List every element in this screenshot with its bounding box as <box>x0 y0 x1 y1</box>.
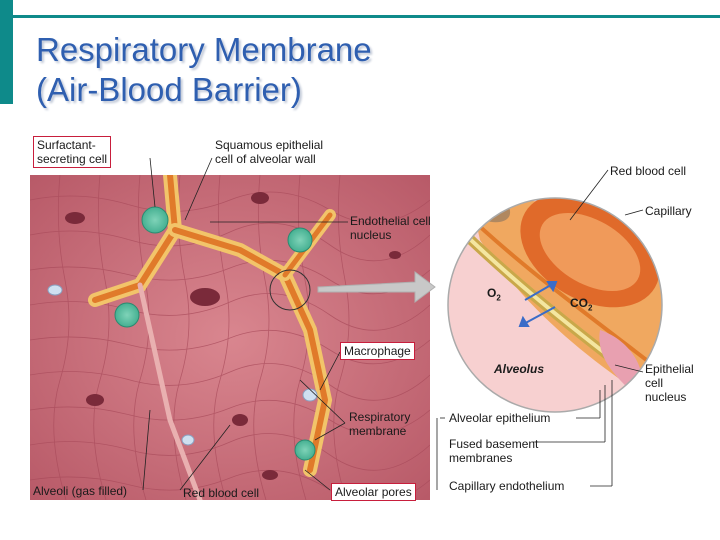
label-alveolar-pores: Alveolar pores <box>331 483 416 501</box>
label-surfactant-line2: secreting cell <box>37 152 108 166</box>
label-capillary: Capillary <box>645 204 692 218</box>
alveolar-tissue-panel <box>30 175 430 500</box>
label-co2: CO2 <box>570 296 592 315</box>
label-respiratory-line1: Respiratory <box>349 410 411 424</box>
label-endothelial-line1: Endothelial cell <box>350 214 431 228</box>
label-o2-main: O <box>487 286 497 300</box>
label-endothelial-line2: nucleus <box>350 228 392 242</box>
label-squamous-line2: cell of alveolar wall <box>215 152 316 166</box>
magnified-view <box>448 198 662 412</box>
label-o2-sub: 2 <box>496 293 501 303</box>
label-fused-line1: Fused basement <box>449 437 539 451</box>
label-squamous-line1: Squamous epithelial <box>215 138 324 152</box>
label-epithelial-line1: Epithelial <box>645 362 694 376</box>
label-alveolar-epithelium: Alveolar epithelium <box>449 411 551 425</box>
label-surfactant-line1: Surfactant- <box>37 138 96 152</box>
label-alveoli: Alveoli (gas filled) <box>33 484 128 498</box>
label-capillary-endothelium: Capillary endothelium <box>449 479 565 493</box>
label-red-blood-cell-bottom: Red blood cell <box>183 486 260 500</box>
label-epithelial-line2: cell <box>645 376 664 390</box>
label-respiratory-line2: membrane <box>349 424 407 438</box>
title-line-2: (Air-Blood Barrier) <box>36 71 302 108</box>
label-fused-line2: membranes <box>449 451 513 465</box>
zoom-arrow <box>317 271 436 303</box>
label-co2-main: CO <box>570 296 588 310</box>
title-line-1: Respiratory Membrane <box>36 31 372 68</box>
header-rule <box>13 15 720 18</box>
label-epithelial-nucleus: Epithelial cell nucleus <box>645 362 694 404</box>
label-fused-basement: Fused basement membranes <box>449 437 538 465</box>
label-co2-sub: 2 <box>588 303 593 313</box>
label-macrophage: Macrophage <box>340 342 415 360</box>
label-squamous-cell: Squamous epithelial cell of alveolar wal… <box>215 138 323 166</box>
slide-title: Respiratory Membrane (Air-Blood Barrier) <box>36 30 372 110</box>
label-endothelial-nucleus: Endothelial cell nucleus <box>350 214 431 242</box>
label-red-blood-cell-right: Red blood cell <box>610 164 687 178</box>
label-respiratory-membrane: Respiratory membrane <box>349 410 410 438</box>
accent-bar <box>0 0 13 104</box>
label-o2: O2 <box>487 286 501 305</box>
label-epithelial-line3: nucleus <box>645 390 687 404</box>
label-alveolus: Alveolus <box>494 362 545 376</box>
label-surfactant-cell: Surfactant- secreting cell <box>33 136 112 168</box>
